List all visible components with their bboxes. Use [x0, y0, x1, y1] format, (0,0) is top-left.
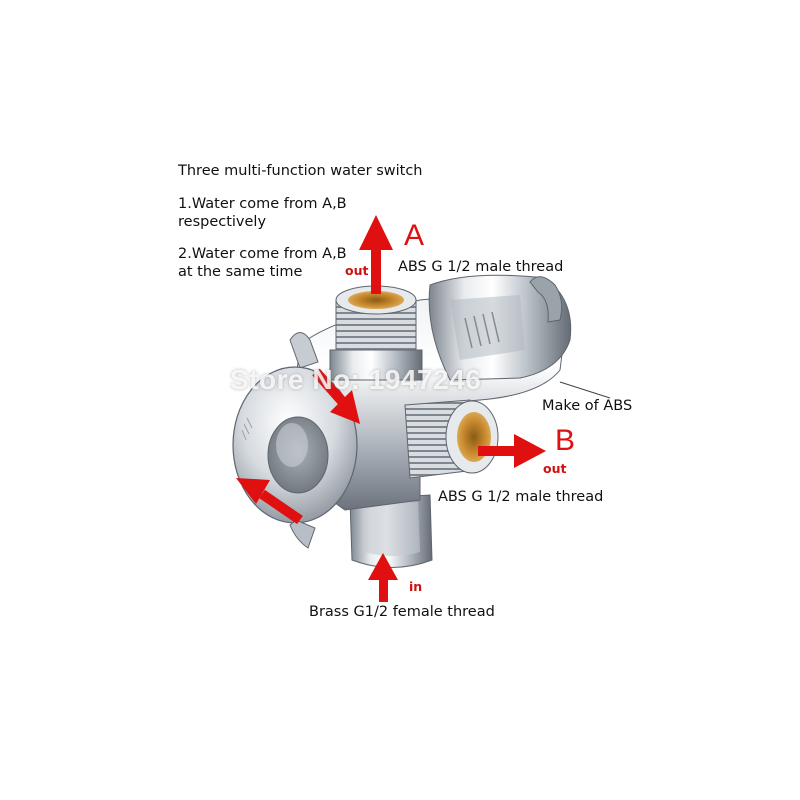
inlet-thread-label: Brass G1/2 female thread [309, 604, 495, 620]
note-2-line-1: 2.Water come from A,B [178, 246, 347, 262]
arrow-diagonal-knob [236, 478, 303, 525]
outlet-a-letter: A [404, 219, 424, 252]
arrow-diagonal-body [312, 368, 360, 424]
note-2-line-2: at the same time [178, 264, 303, 280]
title-text: Three multi-function water switch [178, 163, 423, 179]
material-label: Make of ABS [542, 398, 633, 414]
outlet-b-thread-label: ABS G 1/2 male thread [438, 489, 604, 505]
note-1-line-1: 1.Water come from A,B [178, 196, 347, 212]
arrow-a-up [359, 215, 393, 294]
outlet-b-fitting [404, 399, 499, 479]
inlet-body [349, 494, 433, 568]
outlet-a-thread-label: ABS G 1/2 male thread [398, 259, 564, 275]
outlet-a-flow-label: out [345, 263, 369, 278]
note-1-line-2: respectively [178, 214, 267, 230]
leader-line [559, 381, 611, 399]
outlet-b-flow-label: out [543, 461, 567, 476]
arrow-in-up [368, 553, 398, 602]
outlet-a-fitting [329, 285, 423, 381]
outlet-b-letter: B [555, 424, 575, 457]
arrow-b-right [478, 434, 546, 468]
inlet-flow-label: in [409, 579, 423, 594]
watermark-store-number: Store No: 1947246 [230, 364, 482, 395]
